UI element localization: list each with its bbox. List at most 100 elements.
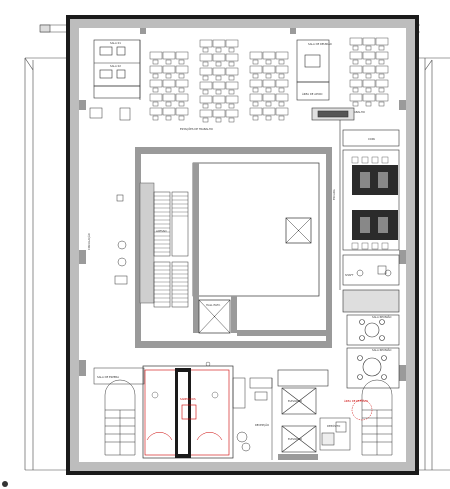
acesso-label: ACESSO [156,229,167,233]
desk [225,81,239,90]
chair [215,103,222,109]
desk [162,79,176,88]
chair [215,61,222,67]
desk [212,53,226,62]
central-core: HALL ELEV. [135,147,332,348]
chair [265,59,272,65]
chair [365,45,372,51]
desk [275,65,289,74]
chair [202,89,209,95]
chair [228,103,235,109]
circulacao-label: CIRCULAÇÃO [86,233,91,250]
chair [252,115,259,121]
chair [165,73,172,79]
workstation-clusters [149,37,389,123]
chair [228,61,235,67]
chair [252,59,259,65]
chair [152,59,159,65]
chair [215,47,222,53]
desk [199,39,213,48]
chair [365,59,372,65]
desk [262,79,276,88]
desk [375,79,389,88]
sanitario-label: SANITÁRIOS [180,396,196,401]
chair [252,73,259,79]
desk [225,95,239,104]
chair [178,115,185,121]
exterior-facade [24,57,450,471]
desk [162,107,176,116]
desk [375,37,389,46]
chair [365,73,372,79]
desk [349,51,363,60]
chair [178,73,185,79]
shaft-label: SHAFT [345,273,354,277]
bottom-left-stair [93,367,145,456]
chair [252,101,259,107]
sanitary-block [142,361,234,459]
sala-reuniao-label: SALA DE REUNIÃO [308,41,332,46]
desk [362,79,376,88]
chair [152,73,159,79]
desk [275,107,289,116]
chair [352,59,359,65]
misc-items [356,265,392,277]
desk [199,81,213,90]
desk [212,109,226,118]
chair [178,101,185,107]
area-refugio-label: ÁREA DE REFÚGIO [344,398,368,403]
desk [375,65,389,74]
chair [202,61,209,67]
desk [162,65,176,74]
desk [262,107,276,116]
desk [375,93,389,102]
reuniao-2-label: SALA REUNIÃO [372,347,391,352]
chair [378,59,385,65]
desk [375,51,389,60]
right-tables [351,156,398,250]
stair-treads [154,195,188,303]
desk [362,93,376,102]
desk [212,81,226,90]
chair [278,115,285,121]
desk [349,65,363,74]
chair [265,115,272,121]
chair [228,117,235,123]
desk [175,79,189,88]
desk [162,93,176,102]
chair [215,117,222,123]
chair [378,45,385,51]
chair [178,59,185,65]
desk [262,51,276,60]
desk [262,93,276,102]
chair [378,73,385,79]
desk [249,51,263,60]
reception-area [232,377,273,460]
chair [215,89,222,95]
desk [275,93,289,102]
desk [249,107,263,116]
sala-espera-label: SALA DE ESPERA [97,375,119,379]
chair [278,59,285,65]
desk [225,53,239,62]
desk [212,39,226,48]
chair [152,101,159,107]
left-side-items [89,107,131,285]
structural-walls [79,28,406,381]
desk [175,51,189,60]
desk [349,37,363,46]
desk [149,93,163,102]
chair [265,73,272,79]
chair [152,115,159,121]
hall-label: HALL ELEV. [206,303,221,307]
desk [275,79,289,88]
desk [199,67,213,76]
desk [212,95,226,104]
desk [349,79,363,88]
chair [352,87,359,93]
desk [275,51,289,60]
escada-label: ESCADA [332,189,336,200]
chair [352,73,359,79]
chair [202,47,209,53]
